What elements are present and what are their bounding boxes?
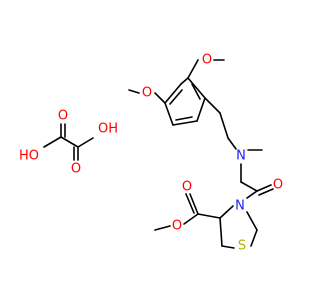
atom-o: O <box>142 86 152 101</box>
bond <box>172 120 198 126</box>
bond <box>187 77 206 99</box>
atom-o: O <box>71 162 81 177</box>
bond <box>187 59 199 79</box>
atom-o: O <box>58 109 68 124</box>
bond <box>250 229 258 247</box>
bond <box>77 137 94 148</box>
bond <box>227 137 237 150</box>
bond <box>197 213 221 219</box>
atom-n: N <box>236 149 246 164</box>
bond <box>60 136 79 148</box>
bond <box>185 193 195 214</box>
bond <box>164 83 182 104</box>
atom-o: O <box>172 219 182 234</box>
bond <box>154 225 171 231</box>
main-molecule: O O N <box>128 53 283 254</box>
bond <box>196 97 206 122</box>
bond <box>219 112 229 139</box>
bond <box>183 213 199 225</box>
atom-s: S <box>238 239 246 254</box>
bond <box>246 211 258 231</box>
bond <box>128 89 140 94</box>
thiazolidine-ring: N S <box>219 199 258 254</box>
bond <box>175 116 193 121</box>
bond <box>204 97 221 114</box>
bond <box>240 181 258 192</box>
bond <box>219 217 223 247</box>
molecule-canvas: O O HO OH O O <box>19 53 283 254</box>
atom-o: O <box>273 178 283 193</box>
bond <box>169 89 183 105</box>
bond <box>164 102 174 126</box>
bond <box>256 184 272 192</box>
bond <box>221 245 235 249</box>
bond <box>219 205 234 219</box>
atom-o: O <box>202 53 212 68</box>
bond <box>180 77 189 85</box>
atom-o: O <box>182 180 192 195</box>
atom-oh: OH <box>98 122 118 137</box>
bond <box>43 136 62 148</box>
bond <box>154 92 166 104</box>
structure-drawing: O O HO OH O O <box>19 53 283 254</box>
atom-n: N <box>235 199 245 214</box>
bond <box>258 188 274 196</box>
oxalic-acid: O O HO OH <box>19 109 118 177</box>
bond <box>189 193 199 215</box>
bond <box>191 83 201 100</box>
benzene-ring <box>164 77 206 126</box>
bond <box>246 190 258 199</box>
atom-ho: HO <box>19 149 39 164</box>
